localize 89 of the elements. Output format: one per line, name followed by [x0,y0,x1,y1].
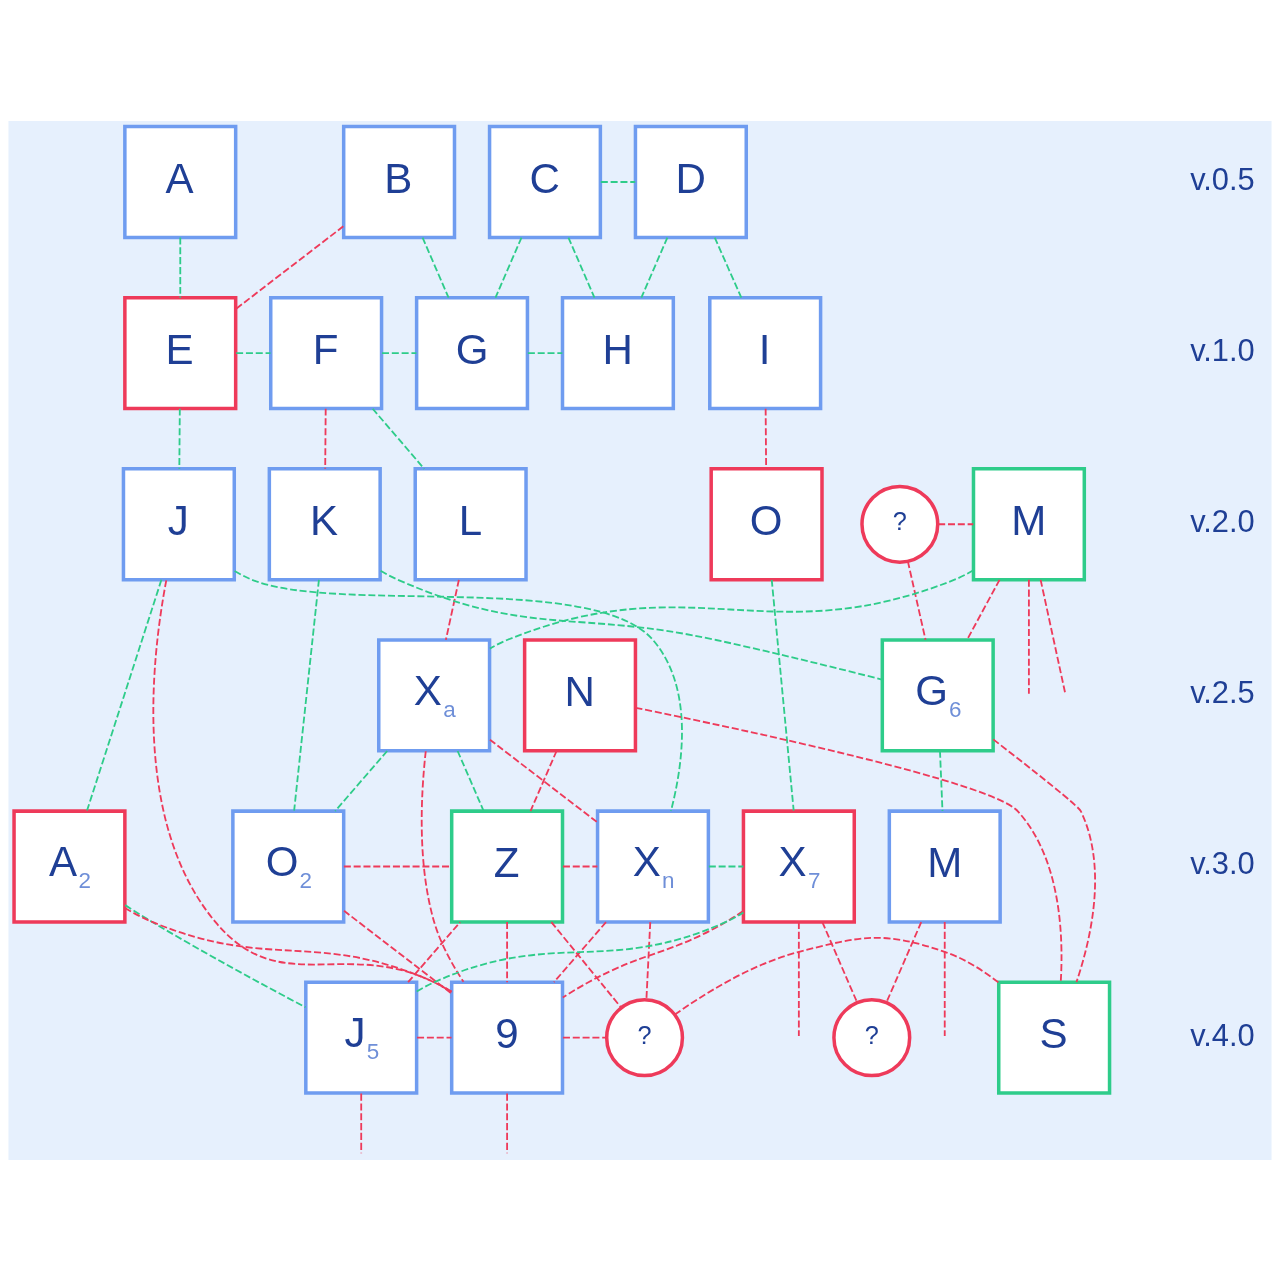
connector [634,706,1063,983]
connector [415,911,745,992]
node-box: O$_{2}$ [231,808,346,924]
connector [526,351,564,354]
connector [421,236,450,299]
connector [550,920,623,1009]
node-box: L [413,466,528,581]
connector [343,909,453,994]
connector [444,578,460,641]
connector [233,569,683,812]
connector [645,920,652,1001]
label: v.1.0 [1190,332,1255,368]
node-box: D [633,124,748,239]
node-box: M [971,466,1087,581]
connector [966,578,1001,641]
connector [937,522,975,525]
node-box: C [487,124,603,239]
connector [797,920,800,1037]
node-box: G$_{6}$ [880,637,995,753]
node-box: O [709,466,824,581]
node-box: A [123,124,238,239]
connector [456,749,485,812]
node-circle: ? [604,997,685,1077]
connector [86,578,163,811]
connector [235,224,345,310]
connector [553,920,607,983]
connector [124,906,453,992]
connector [770,578,795,811]
connector [379,569,883,680]
connector [494,236,523,299]
node-box: N [522,637,638,753]
connector [907,559,927,641]
connector [334,749,389,812]
connector [235,351,272,354]
connector [567,236,596,299]
connector [561,909,745,998]
node-circle: ? [832,997,912,1077]
node-box: J [121,466,237,581]
label: v.2.0 [1190,503,1255,539]
node-box: J$_{5}$ [304,980,419,1095]
connector [939,749,944,812]
connector [640,236,669,299]
connector [1028,578,1030,695]
connector [381,351,418,354]
label: v.4.0 [1190,1017,1255,1053]
node-box: E [123,295,238,410]
connector [1039,578,1067,695]
connector [562,865,599,867]
connector [124,903,307,1008]
node-box: X$_{a}$ [377,637,492,753]
label: v.0.5 [1190,161,1255,197]
connector [371,407,426,470]
connector [674,936,1000,1015]
connector [992,738,1096,983]
connector [416,1036,453,1039]
node-box: 9 [449,980,565,1095]
node-box: Z [449,808,565,924]
connector [293,578,320,811]
connector [178,407,181,470]
connector [707,865,745,867]
connector [713,236,743,299]
connector [885,920,923,1003]
connector [562,1036,608,1039]
connector [529,749,558,812]
node-box: G [414,295,530,410]
connector [324,407,327,470]
node-box: F [269,295,384,410]
label: v.3.0 [1190,845,1255,881]
connector [179,236,182,299]
node-box: H [560,295,676,410]
connector [489,738,599,823]
node-box: K [267,466,382,581]
node-box: B [341,124,457,239]
connector [488,568,975,649]
node-circle: ? [860,484,940,564]
node-box: X$_{n}$ [595,808,711,924]
connector [506,920,508,983]
connector [943,920,946,1037]
label: v.2.5 [1190,674,1255,710]
node-box: S [997,980,1112,1095]
connector [407,920,462,983]
node-box: I [708,295,823,410]
connector [599,180,637,183]
node-box: M [887,808,1002,924]
connector [152,578,453,993]
node-box: A$_{2}$ [12,808,127,924]
node-box: X$_{7}$ [741,808,856,924]
connector [821,920,858,1003]
connector [420,749,465,983]
